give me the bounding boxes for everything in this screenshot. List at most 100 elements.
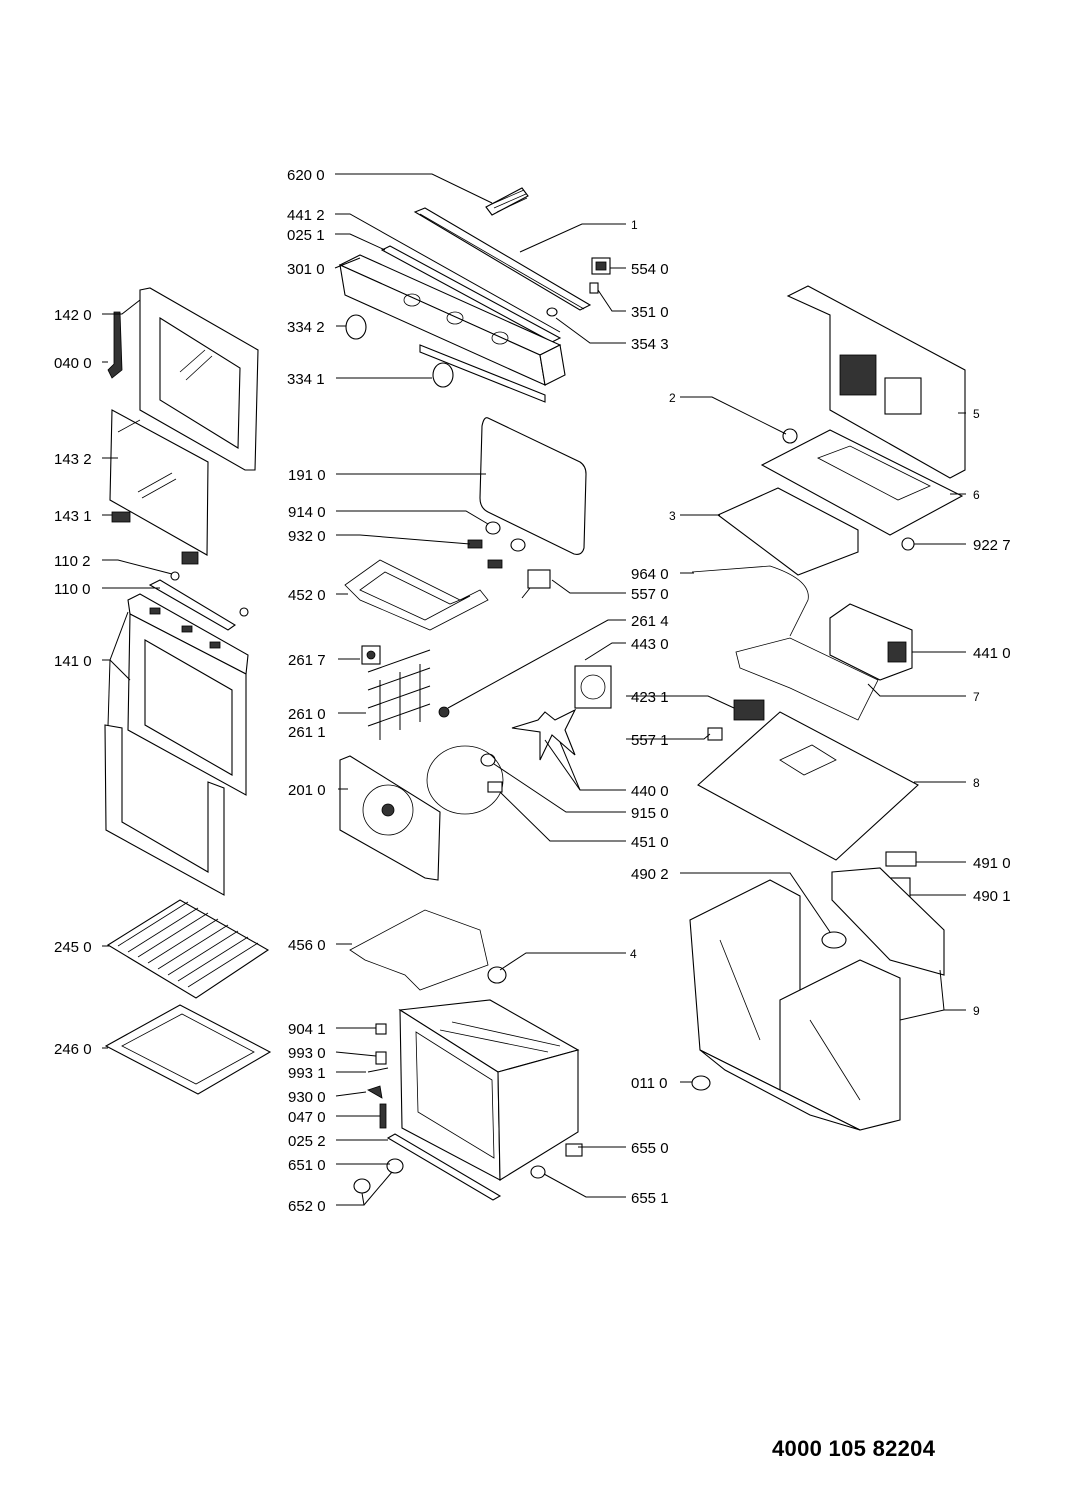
part-2-grommet [782,428,798,444]
label-655-1: 655 1 [631,1190,669,1207]
label-620-0: 620 0 [287,167,325,184]
part-456-0-bottom-element [349,909,489,991]
part-261-0-side-rails [367,649,431,740]
part-301-0-control-panel [338,254,566,386]
part-914-0-932-0-fittings [467,521,526,569]
label-351-0: 351 0 [631,304,669,321]
part-557-1-thermostat [707,727,723,741]
part-110-2-washer-b [239,607,249,617]
part-351-0-connector [589,282,599,294]
part-025-2-trim-strip [386,1133,502,1201]
label-993-1: 993 1 [288,1065,326,1082]
label-964-0: 964 0 [631,566,669,583]
label-930-0: 930 0 [288,1089,326,1106]
label-7: 7 [973,690,980,704]
label-456-0: 456 0 [288,937,326,954]
part-423-1-block [733,699,765,721]
part-9-casing [689,867,945,1131]
part-490-2-ring [821,931,847,949]
part-labels: 620 0 441 2 025 1 301 0 1 554 0 351 0 35… [54,167,1011,1215]
label-261-7: 261 7 [288,652,326,669]
part-261-7-shelf-support-clip [361,645,381,665]
part-040-0-hinge [107,311,123,379]
part-651-0-knob [386,1158,404,1174]
part-440-0-fan-blade [511,708,577,761]
label-557-1: 557 1 [631,732,669,749]
label-334-2: 334 2 [287,319,325,336]
part-557-0-thermostat [521,569,551,599]
label-922-7: 922 7 [973,537,1011,554]
part-655-0-lamp [565,1143,583,1157]
door-assembly-group [104,287,259,896]
part-452-0-grill-element [344,559,489,631]
part-334-2-knob [345,314,367,340]
part-047-0-hinge-receiver [379,1103,387,1129]
part-652-0-knob [353,1178,371,1194]
part-4-lamp-cover [487,966,507,984]
label-8: 8 [973,776,980,790]
label-915-0: 915 0 [631,805,669,822]
leader-lines [102,173,966,1206]
part-5-rear-panel [786,285,966,479]
part-245-0-wire-rack [106,899,270,999]
part-441-0-fan-housing [829,603,913,681]
part-110-0-handle [148,579,237,631]
label-301-0: 301 0 [287,261,325,278]
part-141-0-door [104,593,249,896]
part-191-0-door-seal [479,417,587,555]
label-443-0: 443 0 [631,636,669,653]
label-143-1: 143 1 [54,508,92,525]
part-922-7-washer [901,537,915,551]
label-6: 6 [973,488,980,502]
part-354-3-knob-spindle [546,307,558,317]
label-246-0: 246 0 [54,1041,92,1058]
label-441-2: 441 2 [287,207,325,224]
label-261-0: 261 0 [288,706,326,723]
label-651-0: 651 0 [288,1157,326,1174]
label-423-1: 423 1 [631,689,669,706]
part-915-0-bushing [480,753,496,767]
part-261-4-screw [438,706,450,718]
label-490-1: 490 1 [973,888,1011,905]
label-904-1: 904 1 [288,1021,326,1038]
label-354-3: 354 3 [631,336,669,353]
control-panel-group [338,187,611,403]
part-930-0-clamp [367,1085,383,1099]
label-3: 3 [669,509,676,523]
label-5: 5 [973,407,980,421]
label-491-0: 491 0 [973,855,1011,872]
part-7-bracket-frame [735,637,879,721]
label-110-2: 110 2 [54,553,90,570]
part-143-2-glass [109,409,209,556]
part-6-top-plate [760,429,964,536]
part-554-0-switch [591,257,611,275]
part-993-1-screw [367,1067,389,1073]
part-8-bottom-plate [697,711,919,861]
label-932-0: 932 0 [288,528,326,545]
label-993-0: 993 0 [288,1045,326,1062]
label-110-0: 110 0 [54,581,90,598]
part-904-1-bracket [375,1023,387,1035]
label-441-0: 441 0 [973,645,1011,662]
oven-cavity [398,999,580,1181]
part-491-0-terminal-block [885,851,917,867]
label-9: 9 [973,1004,980,1018]
part-443-0-fan-motor [574,665,612,709]
label-141-0: 141 0 [54,653,92,670]
part-142-0-door-frame [139,287,259,471]
part-246-0-baking-tray [104,1004,272,1095]
label-490-2: 490 2 [631,866,669,883]
label-201-0: 201 0 [288,782,326,799]
part-441-2-strip [380,245,562,343]
document-code: 4000 105 82204 [772,1436,936,1461]
label-2: 2 [669,391,676,405]
part-655-1-lamp-cap [530,1165,546,1179]
label-4: 4 [630,947,637,961]
part-011-0-foot [691,1075,711,1091]
small-fastening-parts [353,1023,583,1194]
part-993-0-lamp-holder [375,1051,387,1065]
label-554-0: 554 0 [631,261,669,278]
part-334-1-knob [432,362,454,388]
part-1-top-rail [413,207,592,311]
